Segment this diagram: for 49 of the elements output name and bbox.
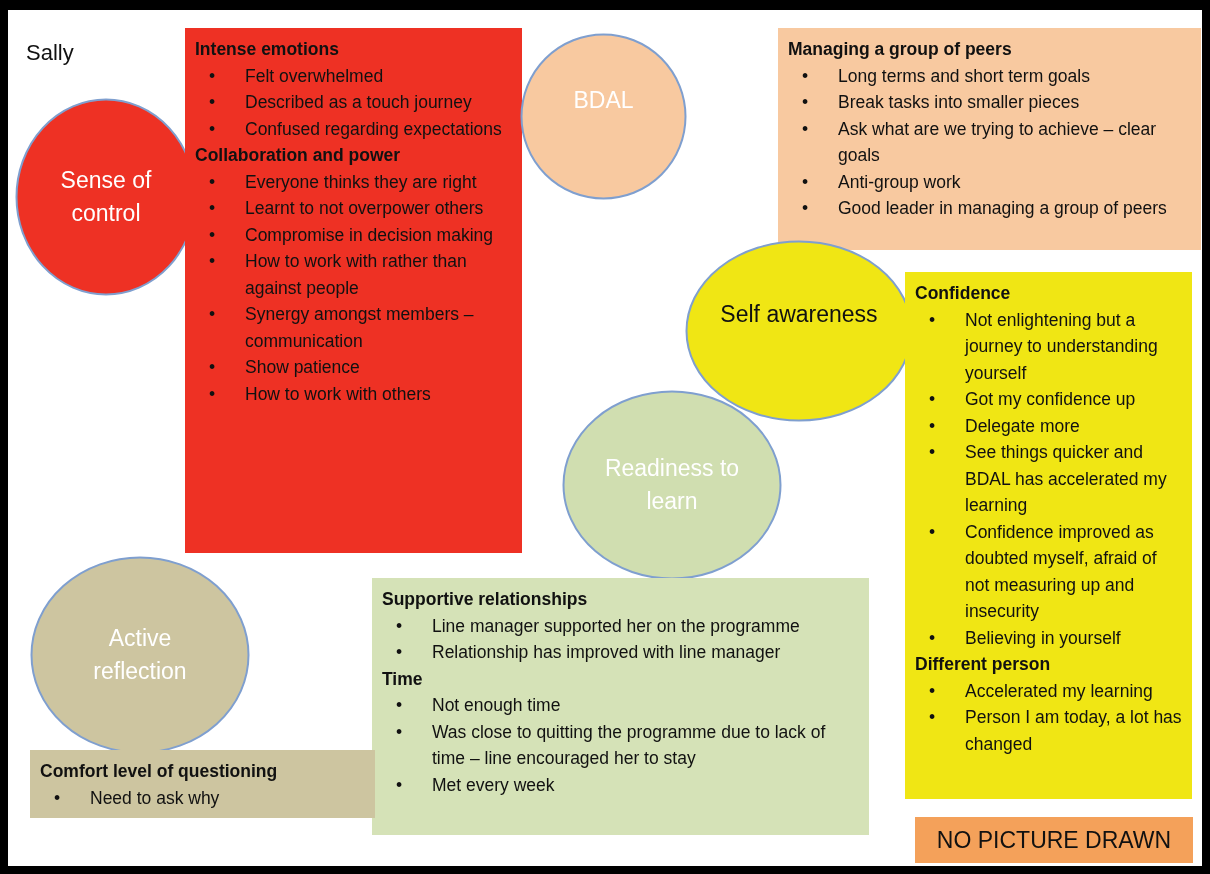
bullet-item: • Met every week xyxy=(396,773,556,797)
section-heading: Confidence xyxy=(915,282,1012,305)
bullet-item: • Line manager supported her on the programme xyxy=(396,614,801,638)
bullet-item: • Ask what are we trying to achieve – clear goals xyxy=(802,117,1158,167)
bullet-item: • Break tasks into smaller pieces xyxy=(802,91,1081,114)
bullet-item: • How to work with rather than against people xyxy=(209,250,468,300)
note-tag: NO PICTURE DRAWN xyxy=(915,817,1193,863)
bullet-item: • Believing in yourself xyxy=(929,626,1122,650)
section-heading: Collaboration and power xyxy=(195,144,402,167)
bullet-item: • Felt overwhelmed xyxy=(209,64,385,88)
section-heading: Comfort level of questioning xyxy=(40,760,279,783)
name-label: Sally xyxy=(26,40,74,66)
bullet-item: • Show patience xyxy=(209,356,361,379)
bullet-item: • Need to ask why xyxy=(54,786,221,810)
section-heading: Different person xyxy=(915,653,1052,676)
bullet-item: • How to work with others xyxy=(209,382,432,406)
text-box xyxy=(778,28,1201,250)
bullet-item: • Accelerated my learning xyxy=(929,679,1154,703)
bullet-item: • Person I am today, a lot has changed xyxy=(929,706,1182,756)
bullet-item: • Confused regarding expectations xyxy=(209,117,503,141)
circle-label: Sense of control xyxy=(59,166,153,228)
section-heading: Supportive relationships xyxy=(382,588,589,611)
bullet-item: • Got my confidence up xyxy=(929,388,1137,411)
bullet-item: • Relationship has improved with line manager xyxy=(396,641,782,664)
bullet-item: • Anti-group work xyxy=(802,170,962,194)
circle-label: BDAL xyxy=(572,85,635,115)
bullet-item: • Was close to quitting the programme due to lack of time – line encouraged her to stay xyxy=(396,720,827,770)
section-heading: Time xyxy=(382,667,424,691)
section-heading: Managing a group of peers xyxy=(788,38,1013,61)
bullet-item: • Confidence improved as doubted myself, afraid of not measuring up and insecurity xyxy=(929,520,1158,623)
bullet-item: • Compromise in decision making xyxy=(209,223,495,247)
bullet-item: • See things quicker and BDAL has accelerated my learning xyxy=(929,441,1168,517)
bullet-item: • Not enlightening but a journey to understanding yourself xyxy=(929,308,1159,385)
text-box xyxy=(185,28,522,553)
circle-label: Active reflection xyxy=(92,624,188,686)
bullet-item: • Described as a touch journey xyxy=(209,91,473,114)
circle-label: Self awareness xyxy=(719,300,879,329)
section-heading: Intense emotions xyxy=(195,38,340,61)
bullet-item: • Learnt to not overpower others xyxy=(209,197,485,220)
circle-label: Readiness to learn xyxy=(603,454,741,516)
bullet-item: • Everyone thinks they are right xyxy=(209,170,478,194)
bullet-item: • Synergy amongst members – communication xyxy=(209,303,475,353)
bullet-item: • Delegate more xyxy=(929,414,1081,438)
bullet-item: • Not enough time xyxy=(396,694,562,717)
bullet-item: • Good leader in managing a group of peers xyxy=(802,197,1168,220)
text-box xyxy=(30,750,375,818)
text-box xyxy=(372,578,869,835)
bullet-item: • Long terms and short term goals xyxy=(802,64,1091,88)
text-box xyxy=(905,272,1192,799)
